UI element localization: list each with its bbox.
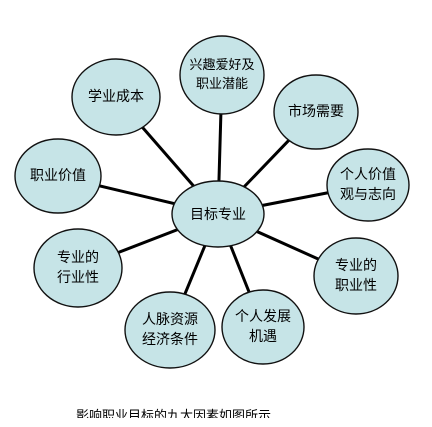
factor-node-label: 行业性 xyxy=(57,270,99,286)
factor-node-label: 市场需要 xyxy=(288,103,344,120)
factor-node-label: 个人价值 xyxy=(340,167,396,183)
factor-node-label: 机遇 xyxy=(249,329,277,345)
factor-node-market: 市场需要 xyxy=(273,74,359,150)
factor-node-label: 兴趣爱好及 xyxy=(189,58,254,73)
factor-node-shape xyxy=(71,58,161,136)
center-node: 目标专业 xyxy=(171,180,265,248)
factor-node-label: 人脉资源 xyxy=(142,312,198,328)
factor-node-shape xyxy=(179,35,265,115)
center-node-shape xyxy=(171,180,265,248)
center-node-label: 目标专业 xyxy=(190,207,246,223)
factor-node-label: 专业的 xyxy=(335,258,377,274)
diagram-caption: 影响职业目标的九大因素如图所示 xyxy=(76,409,272,418)
factor-node-shape xyxy=(326,148,410,222)
factor-node-study-cost: 学业成本 xyxy=(71,58,161,136)
factor-nodes: 兴趣爱好及职业潜能市场需要个人价值观与志向专业的职业性个人发展机遇人脉资源经济条… xyxy=(14,35,410,369)
factor-node-career-value: 职业价值 xyxy=(14,138,102,214)
factor-node-label: 职业潜能 xyxy=(196,77,248,92)
factor-node-shape xyxy=(124,291,216,369)
factor-node-shape xyxy=(33,228,123,308)
factor-node-label: 经济条件 xyxy=(142,331,198,348)
factor-node-label: 职业价值 xyxy=(30,168,86,184)
factor-node-label: 个人发展 xyxy=(235,309,291,325)
factor-node-label: 学业成本 xyxy=(88,89,144,105)
factor-node-shape xyxy=(221,289,305,365)
factor-node-label: 观与志向 xyxy=(340,187,396,203)
factor-node-shape xyxy=(14,138,102,214)
factor-node-shape xyxy=(273,74,359,150)
factor-node-shape xyxy=(313,237,399,315)
factor-node-label: 专业的 xyxy=(57,250,99,266)
factor-node-label: 职业性 xyxy=(335,278,377,294)
